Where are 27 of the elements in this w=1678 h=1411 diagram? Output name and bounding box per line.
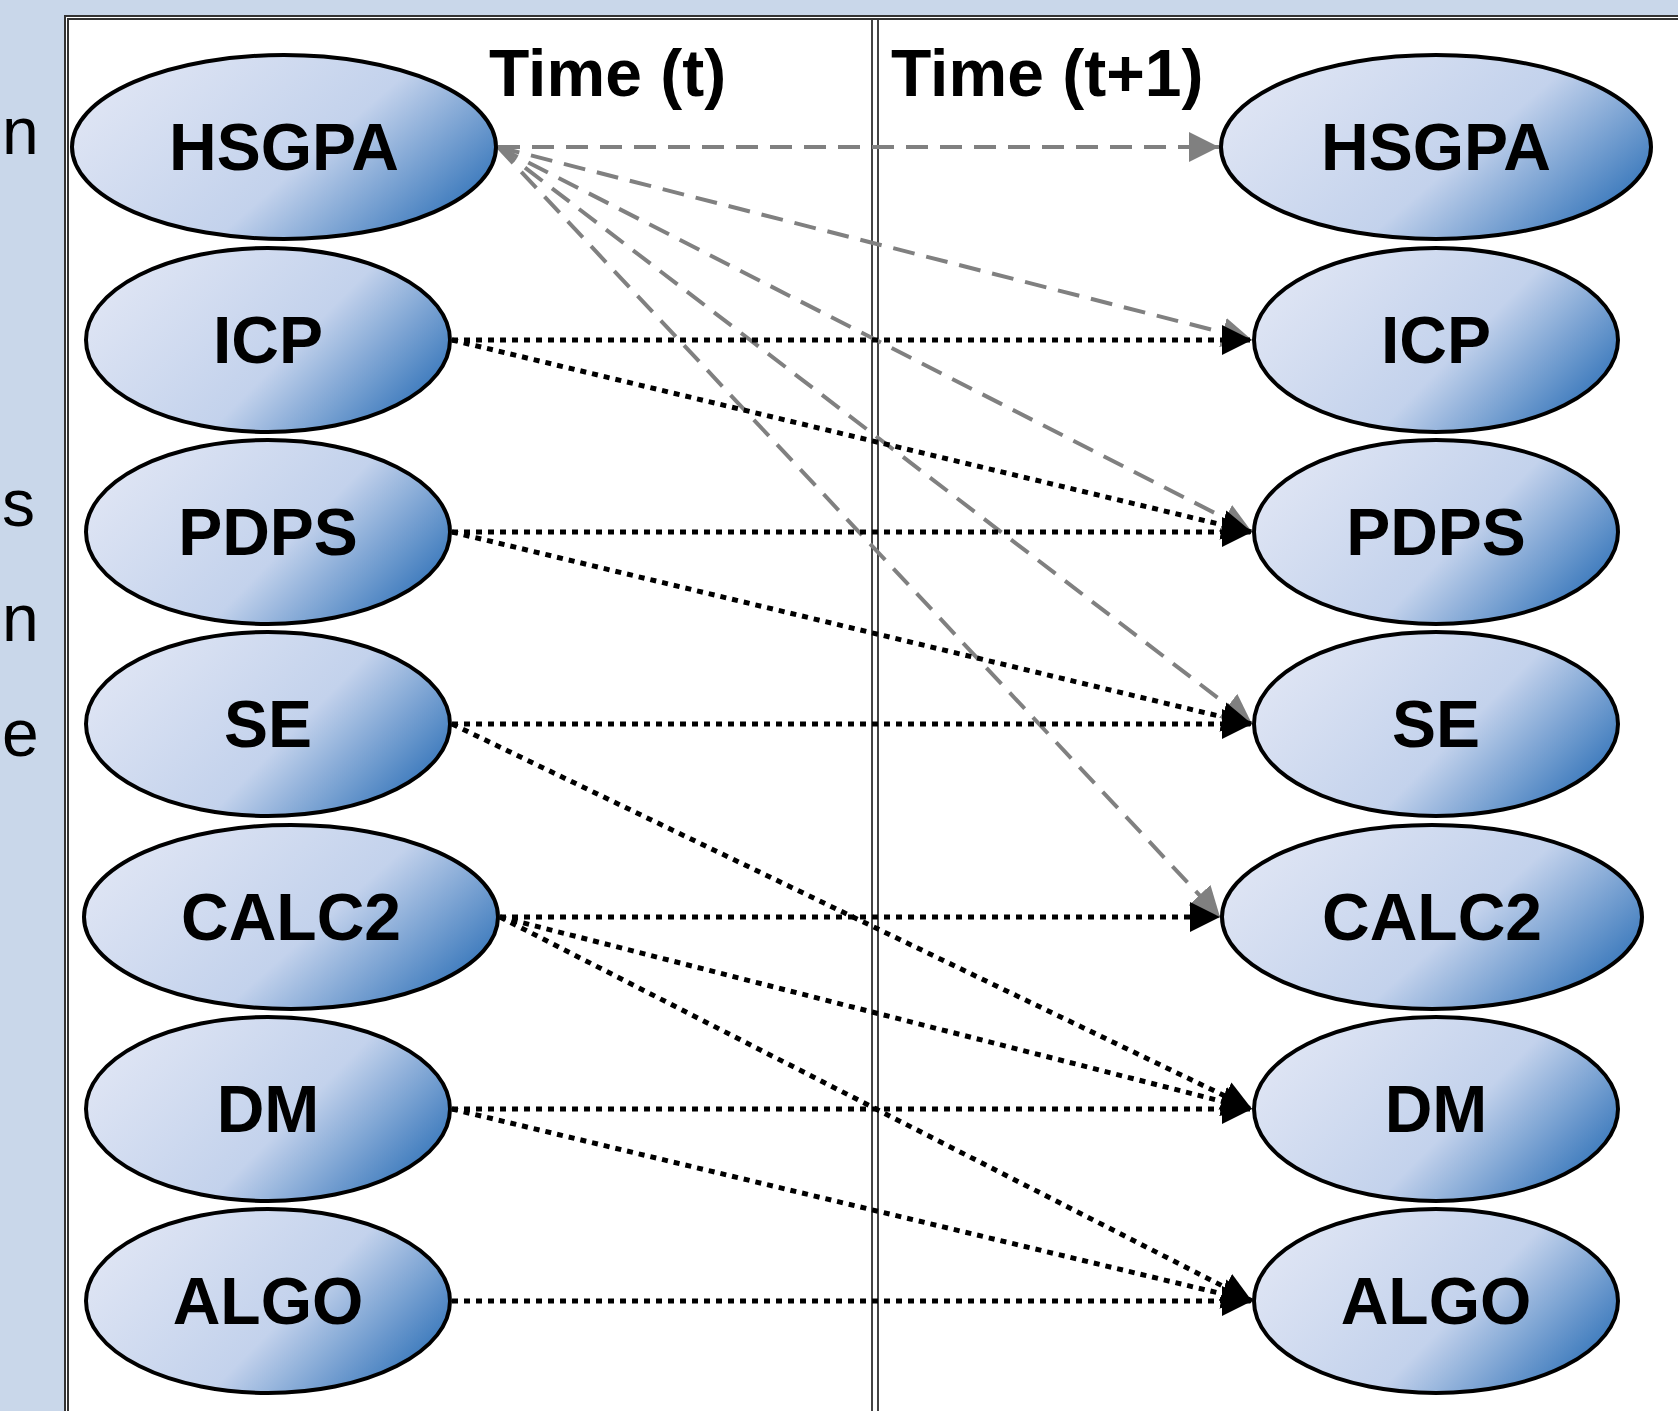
- text-fragment: e: [2, 700, 39, 766]
- arrow: [451, 529, 1253, 732]
- text-fragment: s: [2, 470, 35, 536]
- node-label: DM: [215, 1076, 321, 1142]
- arrow: [499, 914, 1253, 1117]
- node-label: CALC2: [180, 884, 402, 950]
- arrow: [498, 132, 1219, 162]
- node-label: ALGO: [1339, 1268, 1533, 1334]
- node-label: ALGO: [171, 1268, 365, 1334]
- arrow: [452, 709, 1252, 739]
- node-label: PDPS: [1345, 499, 1527, 565]
- arrow: [498, 914, 1254, 1304]
- node-label: CALC2: [1321, 884, 1543, 950]
- node-label: PDPS: [177, 499, 359, 565]
- arrow: [451, 1106, 1253, 1309]
- text-fragment: n: [2, 98, 39, 164]
- node-label: HSGPA: [168, 114, 400, 180]
- node-label: ICP: [212, 307, 324, 373]
- arrow: [451, 337, 1253, 540]
- node-label: DM: [1383, 1076, 1489, 1142]
- node-label: ICP: [1380, 307, 1492, 373]
- arrow: [450, 721, 1254, 1112]
- node-label: SE: [1390, 691, 1481, 757]
- node-label: SE: [222, 691, 313, 757]
- text-fragment: n: [2, 585, 39, 651]
- node-label: HSGPA: [1320, 114, 1552, 180]
- arrow: [452, 1286, 1252, 1316]
